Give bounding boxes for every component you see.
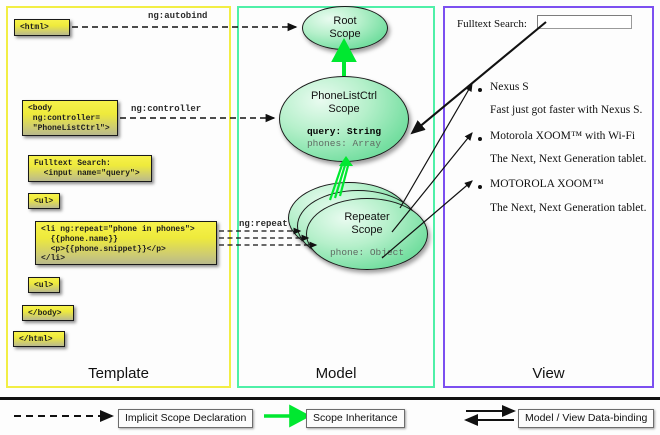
view-phone-snippet-1: Fast just got faster with Nexus S. [490, 104, 643, 116]
html-close-box: </html> [13, 331, 65, 347]
view-phone-snippet-2: The Next, Next Generation tablet. [490, 153, 647, 165]
scope-prop-phone: phone: Object [329, 246, 405, 258]
legend-implicit-scope: Implicit Scope Declaration [118, 409, 254, 428]
template-column-label: Template [88, 365, 149, 382]
ng-autobind-label: ng:autobind [148, 11, 208, 21]
body-close-box: </body> [22, 305, 74, 321]
view-phone-snippet-3: The Next, Next Generation tablet. [490, 202, 647, 214]
view-column: View [443, 6, 654, 388]
ng-controller-label: ng:controller [131, 104, 202, 114]
ul-open-box: <ul> [28, 193, 60, 209]
legend-data-binding: Model / View Data-binding [518, 409, 655, 428]
legend-divider [0, 397, 660, 400]
scope-prop-query: query: String [306, 125, 382, 137]
view-bullet-2 [478, 137, 482, 141]
ul-close-box: <ul> [28, 277, 60, 293]
body-open-box: <body ng:controller= "PhoneListCtrl"> [22, 100, 118, 136]
view-search-label: Fulltext Search: [457, 18, 527, 30]
view-column-label: View [532, 365, 565, 382]
li-repeat-box: <li ng:repeat="phone in phones"> {{phone… [35, 221, 217, 265]
search-box: Fulltext Search: <input name="query"> [28, 155, 152, 182]
view-phone-title-1: Nexus S [490, 81, 529, 93]
phonelistctrl-scope-props: query: String phones: Array [280, 116, 408, 150]
legend-scope-inherit: Scope Inheritance [306, 409, 405, 428]
html-open-box: <html> [14, 19, 70, 36]
view-phone-title-2: Motorola XOOM™ with Wi-Fi [490, 130, 636, 142]
repeater-scope-props: phone: Object [307, 237, 427, 259]
ng-repeat-label: ng:repeat [239, 219, 288, 229]
scope-prop-phones: phones: Array [306, 137, 382, 149]
view-phone-title-3: MOTOROLA XOOM™ [490, 178, 604, 190]
model-column-label: Model [315, 365, 357, 382]
view-search-input[interactable] [537, 15, 632, 29]
view-bullet-3 [478, 185, 482, 189]
view-bullet-1 [478, 88, 482, 92]
